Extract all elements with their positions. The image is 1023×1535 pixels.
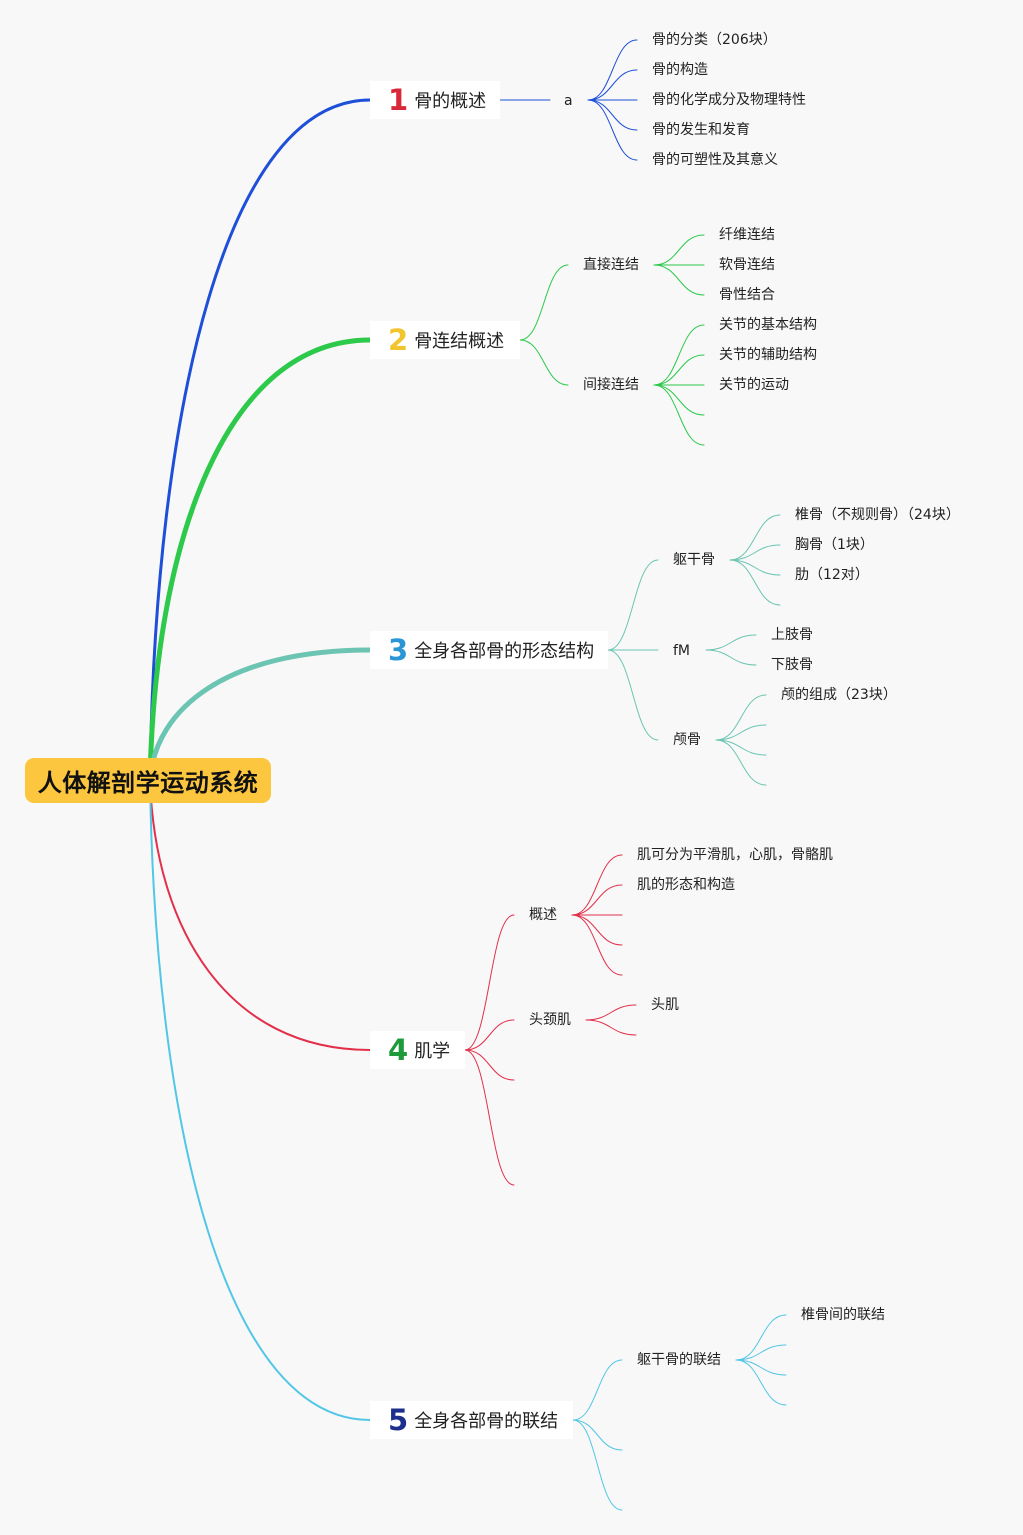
topic-node[interactable]: a [564, 93, 573, 109]
link-line [607, 649, 659, 741]
link-line [607, 559, 659, 651]
leaf-node[interactable]: 关节的基本结构 [719, 317, 817, 333]
leaf-node[interactable]: 椎骨间的联结 [801, 1307, 885, 1323]
link-line [587, 39, 638, 101]
topic-node[interactable]: 间接连结 [583, 377, 639, 393]
leaf-node[interactable]: 头肌 [651, 997, 679, 1013]
branch-link [147, 337, 373, 783]
link-line [585, 1004, 637, 1021]
link-line [729, 544, 781, 561]
leaf-node[interactable]: 肌可分为平滑肌，心肌，骨骼肌 [637, 847, 833, 863]
leaf-node[interactable]: 关节的运动 [719, 377, 789, 393]
topic-node[interactable]: 颅骨 [673, 732, 701, 748]
branch-node-3[interactable]: 3 全身各部骨的形态结构 [370, 631, 608, 669]
leaf-node[interactable]: 软骨连结 [719, 257, 775, 273]
link-line [571, 884, 623, 916]
root-label: 人体解剖学运动系统 [37, 769, 259, 797]
branch-number: 2 [388, 322, 409, 357]
link-line [519, 264, 569, 341]
leaf-node[interactable]: 骨性结合 [719, 287, 775, 303]
branch-number: 1 [388, 82, 409, 117]
link-line [715, 739, 767, 756]
leaf-node[interactable]: 骨的化学成分及物理特性 [652, 92, 806, 108]
link-line [519, 339, 569, 386]
link-line [571, 914, 623, 946]
branch-number: 5 [388, 1402, 409, 1437]
leaf-node[interactable]: 骨的发生和发育 [652, 122, 750, 138]
link-line [571, 914, 623, 976]
root-node[interactable]: 人体解剖学运动系统 [25, 758, 271, 803]
branch-label: 全身各部骨的形态结构 [414, 641, 595, 662]
branch-node-2[interactable]: 2 骨连结概述 [370, 321, 520, 359]
link-line [653, 234, 705, 266]
topic-node[interactable]: fM [673, 643, 691, 659]
link-line [705, 634, 757, 651]
leaf-node[interactable]: 肌的形态和构造 [637, 877, 735, 893]
leaf-node[interactable]: 颅的组成（23块） [781, 687, 897, 703]
link-line [653, 384, 705, 416]
link-line [729, 559, 781, 606]
branch-node-1[interactable]: 1 骨的概述 [370, 81, 500, 119]
link-line [653, 384, 705, 446]
link-line [587, 99, 638, 161]
branch-node-5[interactable]: 5 全身各部骨的联结 [370, 1401, 573, 1439]
link-line [653, 354, 705, 386]
topic-node[interactable]: 头颈肌 [529, 1012, 571, 1028]
link-line [572, 1359, 623, 1421]
link-line [729, 559, 781, 576]
link-line [464, 1049, 515, 1081]
branch-link [148, 98, 372, 782]
branch-link [149, 779, 371, 1051]
link-line [587, 69, 638, 101]
branch-number: 4 [388, 1032, 409, 1067]
branch-label: 肌学 [414, 1041, 451, 1062]
leaf-node[interactable]: 纤维连结 [719, 227, 775, 243]
link-line [735, 1359, 787, 1406]
leaf-node[interactable]: 骨的分类（206块） [652, 32, 777, 48]
leaf-node[interactable]: 骨的可塑性及其意义 [652, 152, 778, 168]
link-line [715, 694, 767, 741]
link-line [587, 99, 638, 131]
leaf-node[interactable]: 下肢骨 [771, 657, 813, 673]
leaf-node[interactable]: 关节的辅助结构 [719, 347, 817, 363]
topic-node[interactable]: 概述 [529, 907, 557, 923]
branch-label: 全身各部骨的联结 [414, 1411, 559, 1432]
branch-label: 骨连结概述 [414, 331, 505, 352]
topic-node[interactable]: 躯干骨的联结 [637, 1352, 721, 1368]
branch-link [149, 779, 371, 1421]
link-line [464, 914, 515, 1051]
topic-node[interactable]: 直接连结 [583, 257, 639, 273]
leaf-node[interactable]: 胸骨（1块） [795, 537, 874, 553]
link-line [735, 1359, 787, 1376]
leaf-node[interactable]: 上肢骨 [771, 627, 813, 643]
branch-label: 骨的概述 [414, 91, 487, 112]
leaf-node[interactable]: 骨的构造 [652, 62, 708, 78]
link-line [464, 1019, 515, 1051]
link-line [653, 264, 705, 296]
link-line [572, 1419, 623, 1511]
link-line [705, 649, 757, 666]
link-line [571, 854, 623, 916]
link-line [729, 514, 781, 561]
topic-node[interactable]: 躯干骨 [673, 552, 715, 568]
link-line [585, 1019, 637, 1036]
branch-link [147, 647, 373, 783]
branch-number: 3 [388, 632, 409, 667]
branch-node-4[interactable]: 4 肌学 [370, 1031, 465, 1069]
link-line [653, 324, 705, 386]
link-line [464, 1049, 515, 1186]
link-line [735, 1344, 787, 1361]
link-line [735, 1314, 787, 1361]
link-line [715, 724, 767, 741]
leaf-node[interactable]: 椎骨（不规则骨）（24块） [795, 507, 960, 523]
link-line [715, 739, 767, 786]
leaf-node[interactable]: 肋（12对） [795, 567, 869, 583]
link-line [572, 1419, 623, 1451]
